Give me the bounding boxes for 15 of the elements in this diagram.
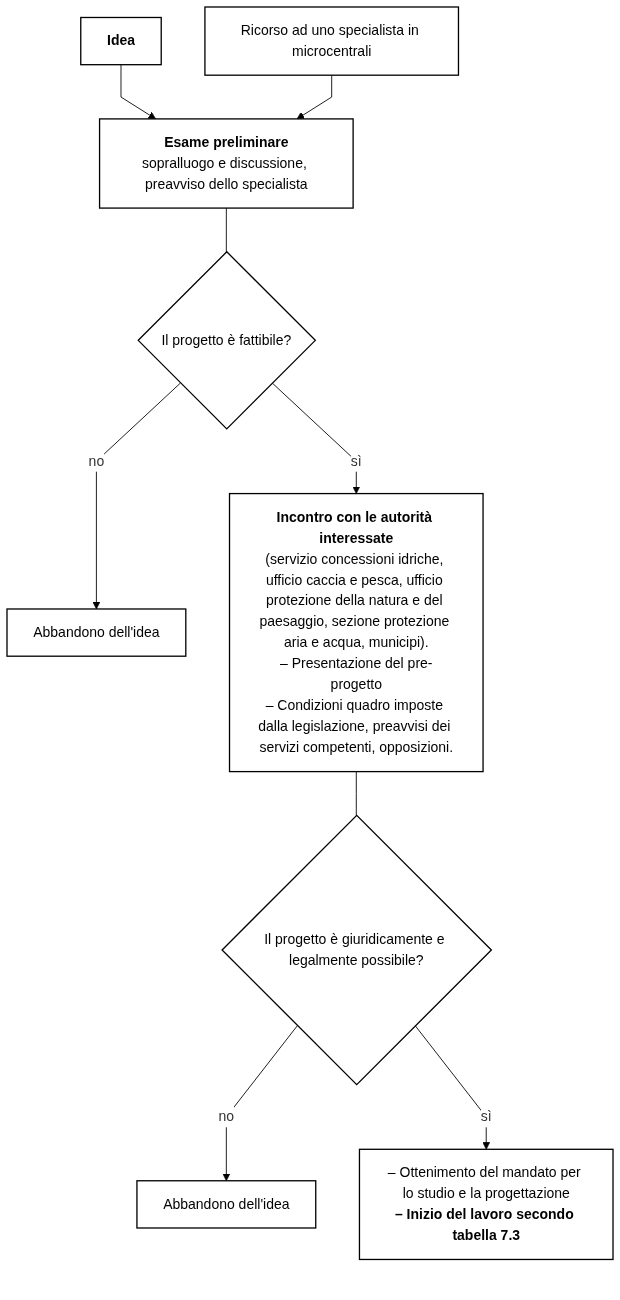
edge-label: sì bbox=[480, 1109, 492, 1124]
node-diamond: Il progetto è giuridicamente e legalmente possibile? bbox=[221, 814, 493, 1086]
node-box: Abbandono dell'idea bbox=[6, 608, 187, 657]
connector bbox=[355, 771, 357, 816]
node-box: Esame preliminare sopralluogo e discussione, preavviso dello specialista bbox=[98, 118, 354, 209]
node-box: Ricorso ad uno specialista in microcentrali bbox=[204, 6, 460, 76]
node-box: – Ottenimento del mandato per lo studio e la progettazione – Inizio del lavoro secondo tabella 7.3 bbox=[358, 1148, 614, 1261]
node-box: Incontro con le autorità interessate (servizio concessioni idriche, ufficio caccia e pesca, ufficio protezione della natura e del paesaggio, sezione protezione aria e acqua, municipi). – Presentazione del pre-progetto – Condizioni quadro imposte dalla legislazione, preavvisi dei servizi competenti, opposizioni. bbox=[228, 492, 484, 773]
node-diamond: Il progetto è fattibile? bbox=[137, 250, 317, 430]
edge-label: no bbox=[218, 1109, 235, 1124]
node-box: Abbandono dell'idea bbox=[136, 1180, 317, 1229]
edge-label: no bbox=[88, 453, 105, 469]
edge-label: sì bbox=[350, 453, 362, 469]
node-box: Idea bbox=[80, 16, 162, 66]
connector bbox=[225, 207, 227, 253]
